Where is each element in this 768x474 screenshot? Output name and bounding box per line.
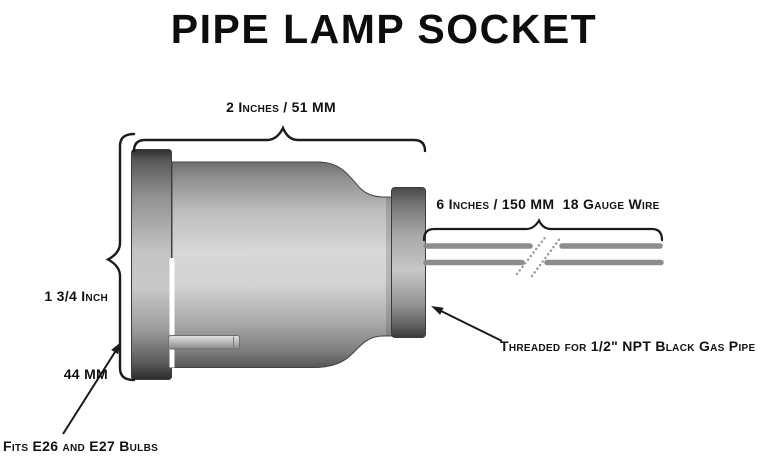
height-dimension-inch: 1 3/4 Inch (44, 288, 108, 304)
thread-note-arrow (431, 306, 503, 342)
thread-annotation: Threaded for 1/2" NPT Black Gas Pipe (500, 338, 756, 354)
height-dimension-mm: 44 MM (63, 366, 108, 382)
wire-break-marks (515, 233, 563, 278)
height-dimension-label: 1 3/4 Inch 44 MM (20, 231, 108, 439)
width-dimension-label: 2 Inches / 51 MM (226, 99, 336, 115)
page-title: PIPE LAMP SOCKET (170, 6, 598, 52)
flange-body-seam (169, 258, 175, 335)
socket-flange (131, 149, 172, 380)
bulb-note-arrow (62, 342, 121, 435)
bulb-annotation: Fits E26 and E27 Bulbs (3, 438, 159, 454)
neck-ring-shadow (386, 197, 392, 336)
socket-pipe-cap (391, 187, 426, 338)
width-dimension-brace (132, 125, 427, 153)
flange-body-seam-lower (169, 349, 175, 368)
wire-dimension-brace (422, 218, 664, 242)
wire-dimension-label: 6 Inches / 150 MM 18 Gauge Wire (436, 196, 660, 212)
height-dimension-brace (105, 132, 136, 382)
set-screw-tab (168, 335, 240, 350)
wire-leads (423, 243, 664, 266)
